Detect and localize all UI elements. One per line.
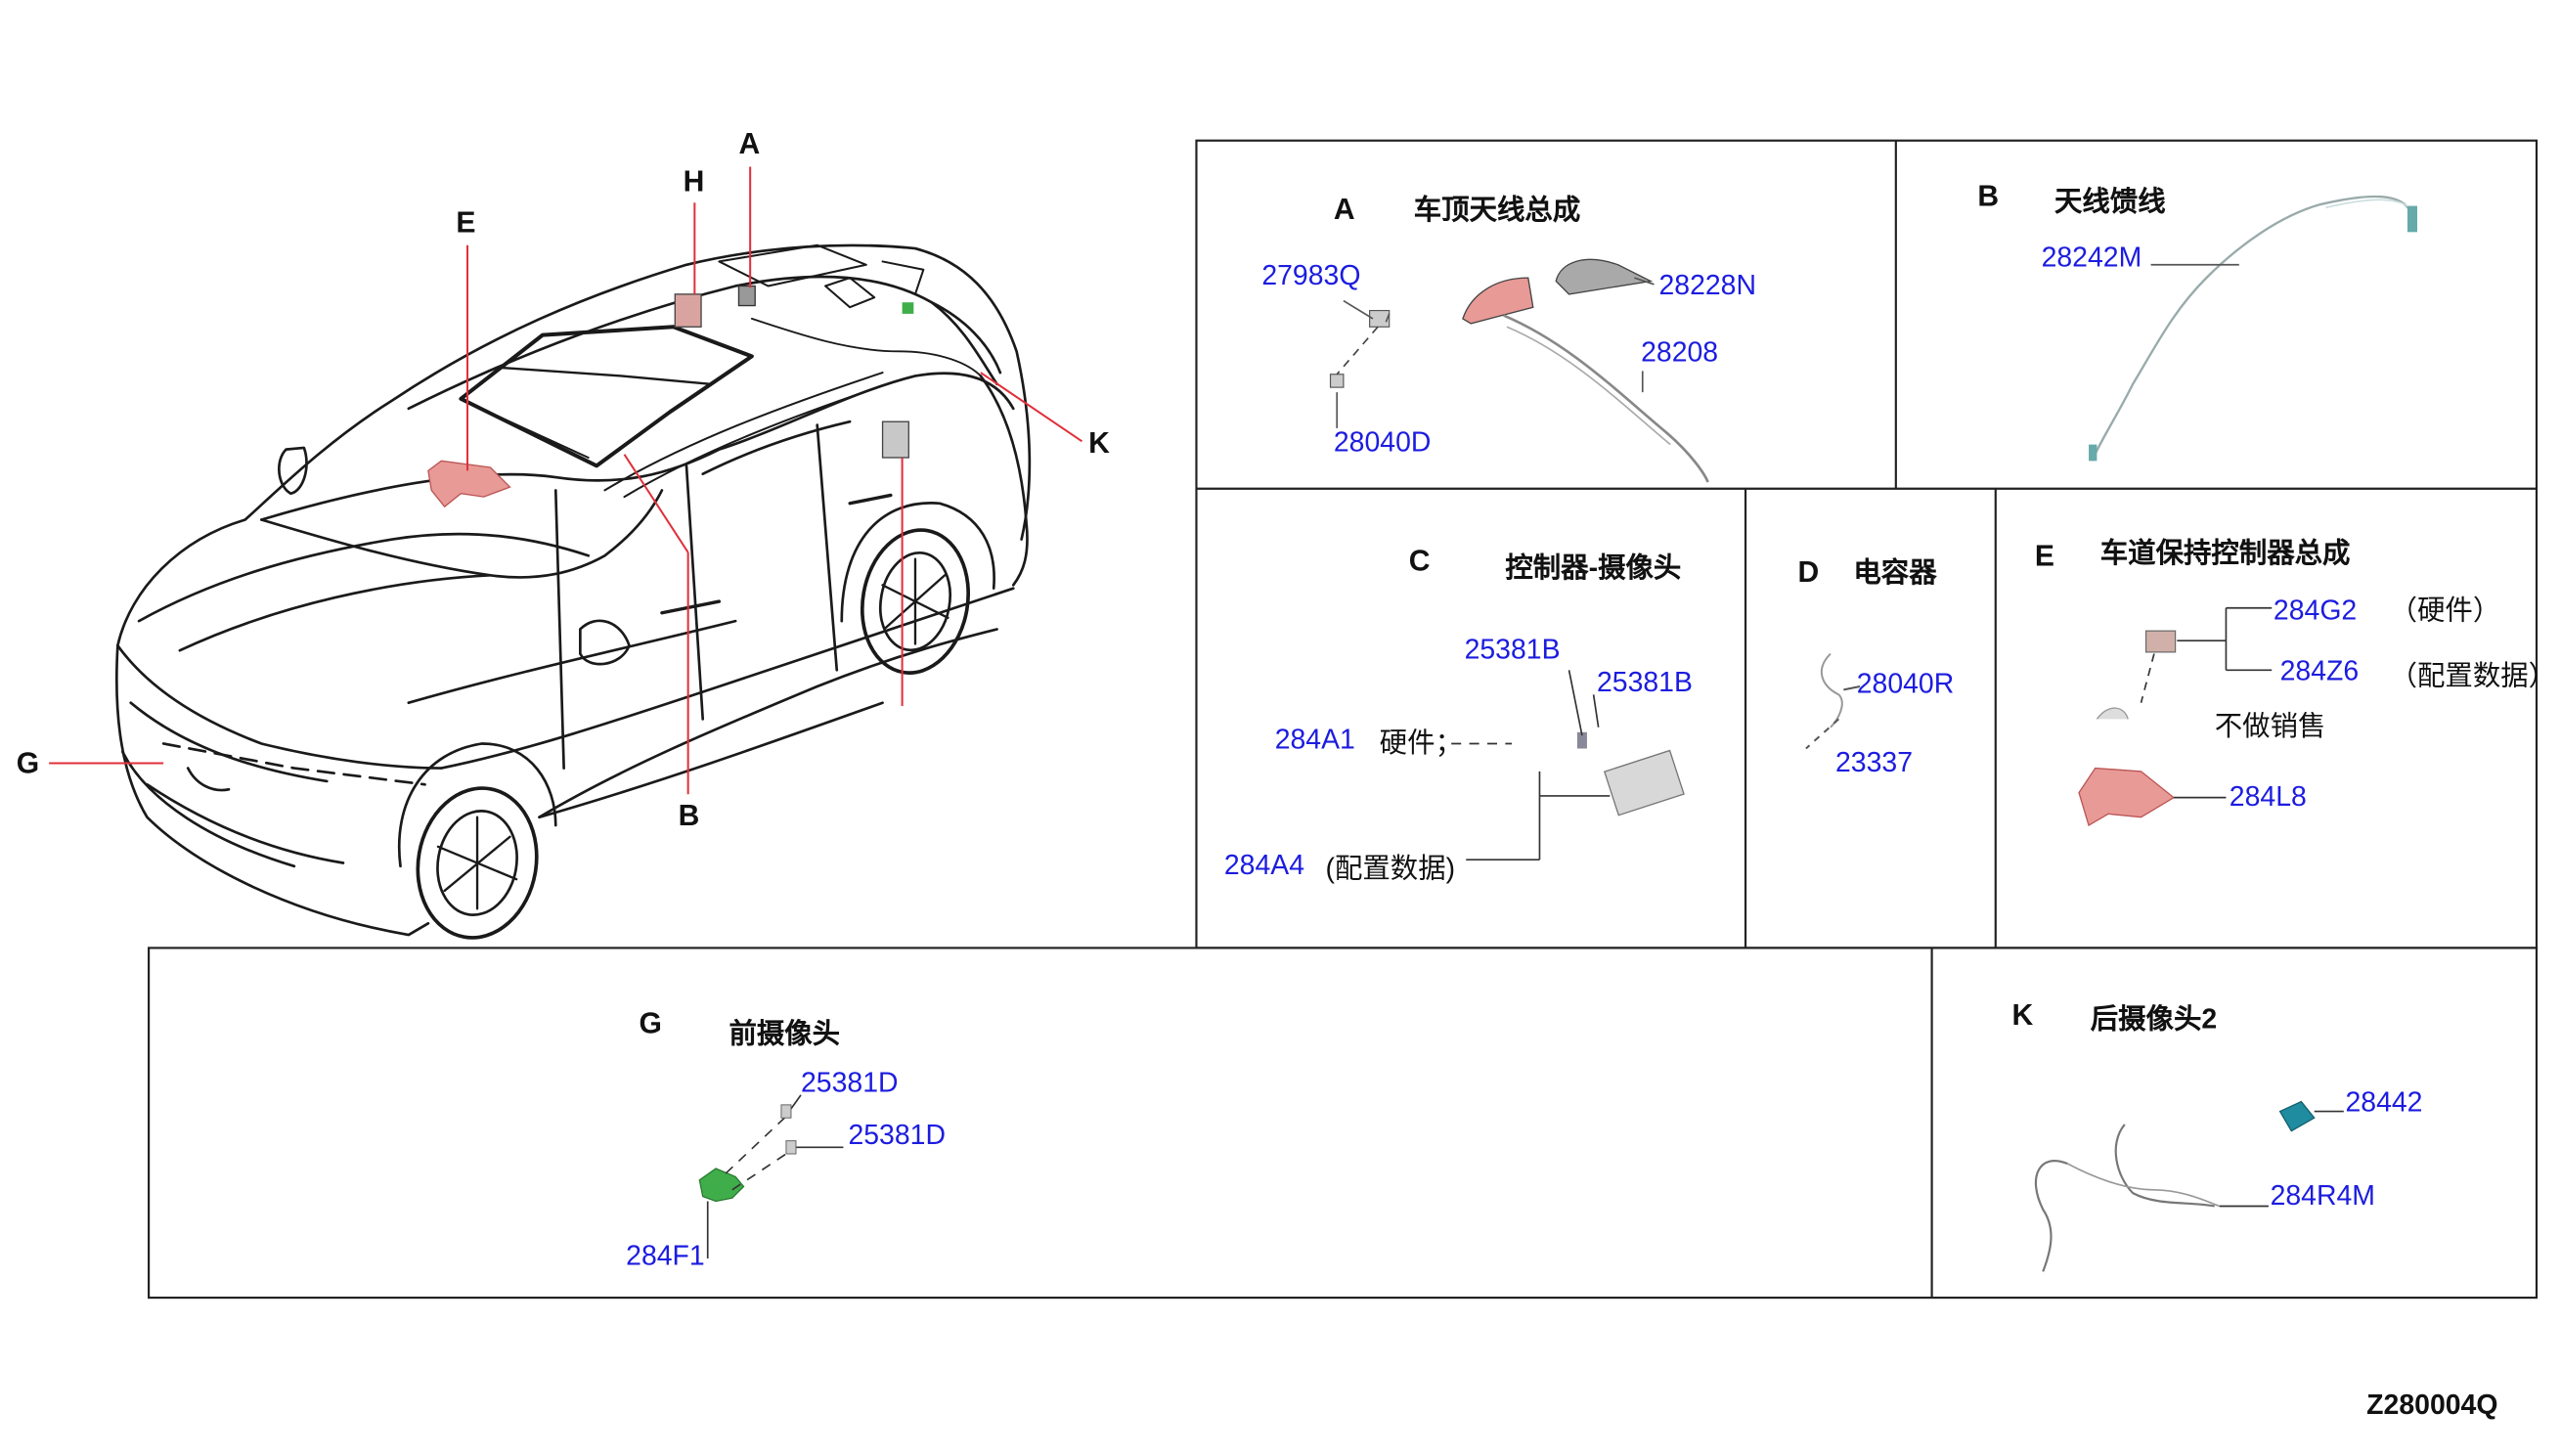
part-28228N[interactable]: 28228N [1658, 269, 1757, 301]
panel-g-title: 前摄像头 [729, 1018, 841, 1050]
callout-k[interactable]: K [1088, 426, 1110, 460]
panel-frames [148, 139, 2539, 1300]
rear-camera-highlight [881, 420, 909, 459]
part-25381D-1[interactable]: 25381D [800, 1067, 899, 1099]
callout-g[interactable]: G [16, 746, 40, 780]
part-284A1[interactable]: 284A1 [1274, 724, 1355, 756]
panel-c-artwork [1451, 670, 1685, 860]
panel-e-title: 车道保持控制器总成 [2099, 537, 2351, 569]
diagram-code: Z280004Q [2366, 1389, 2498, 1421]
part-28208[interactable]: 28208 [1641, 336, 1719, 369]
panel-a-artwork [1329, 258, 1709, 483]
note-config-data: (配置数据) [1325, 853, 1456, 885]
callout-a[interactable]: A [738, 127, 761, 160]
part-27983Q[interactable]: 27983Q [1261, 259, 1361, 291]
panel-a-title: 车顶天线总成 [1413, 194, 1581, 226]
part-28242M[interactable]: 28242M [2041, 242, 2142, 274]
part-284Z6[interactable]: 284Z6 [2279, 655, 2360, 686]
panel-b-letter: B [1977, 179, 2000, 213]
h-module-highlight [674, 293, 702, 328]
antenna-highlight [737, 285, 756, 307]
vehicle-illustration [114, 243, 1032, 940]
panel-d-letter: D [1797, 555, 1820, 589]
panel-d-artwork [1805, 652, 1861, 750]
panel-b-artwork [2089, 195, 2418, 462]
part-284L8[interactable]: 284L8 [2229, 780, 2307, 813]
note-e-config-data: （配置数据） [2389, 660, 2557, 692]
part-25381B-1[interactable]: 25381B [1464, 634, 1561, 666]
callout-e[interactable]: E [456, 205, 476, 240]
part-284R4M[interactable]: 284R4M [2270, 1179, 2375, 1212]
part-284G2[interactable]: 284G2 [2273, 595, 2358, 627]
part-28442[interactable]: 28442 [2345, 1086, 2423, 1119]
note-not-for-sale: 不做销售 [2214, 711, 2326, 742]
note-hardware: 硬件； [1379, 727, 1463, 759]
part-25381D-2[interactable]: 25381D [848, 1119, 947, 1151]
lane-camera-highlight [427, 460, 511, 508]
callout-b[interactable]: B [678, 799, 700, 832]
car-leader-lines [49, 166, 1083, 795]
panel-k-letter: K [2011, 998, 2034, 1032]
panel-g-letter: G [639, 1006, 662, 1040]
panel-e-letter: E [2034, 539, 2054, 572]
panel-c-letter: C [1408, 544, 1431, 578]
panel-c-title: 控制器-摄像头 [1505, 552, 1682, 584]
part-25381B-2[interactable]: 25381B [1596, 666, 1693, 698]
panel-e-artwork [2078, 606, 2273, 827]
part-284F1[interactable]: 284F1 [626, 1240, 705, 1272]
panel-k-title: 后摄像头2 [2090, 1003, 2218, 1035]
panel-d-title: 电容器 [1853, 556, 1937, 589]
panel-k-artwork [2034, 1100, 2344, 1272]
callout-h[interactable]: H [683, 164, 705, 199]
part-284A4[interactable]: 284A4 [1223, 850, 1305, 881]
part-28040R[interactable]: 28040R [1856, 668, 1955, 700]
panel-b-title: 天线馈线 [2053, 186, 2166, 218]
note-e-hardware: （硬件） [2389, 595, 2501, 627]
panel-a-letter: A [1333, 193, 1355, 226]
part-28040D[interactable]: 28040D [1333, 426, 1432, 458]
part-23337[interactable]: 23337 [1834, 746, 1914, 778]
panel-g-artwork [698, 1094, 844, 1258]
rear-green-highlight [902, 302, 914, 314]
